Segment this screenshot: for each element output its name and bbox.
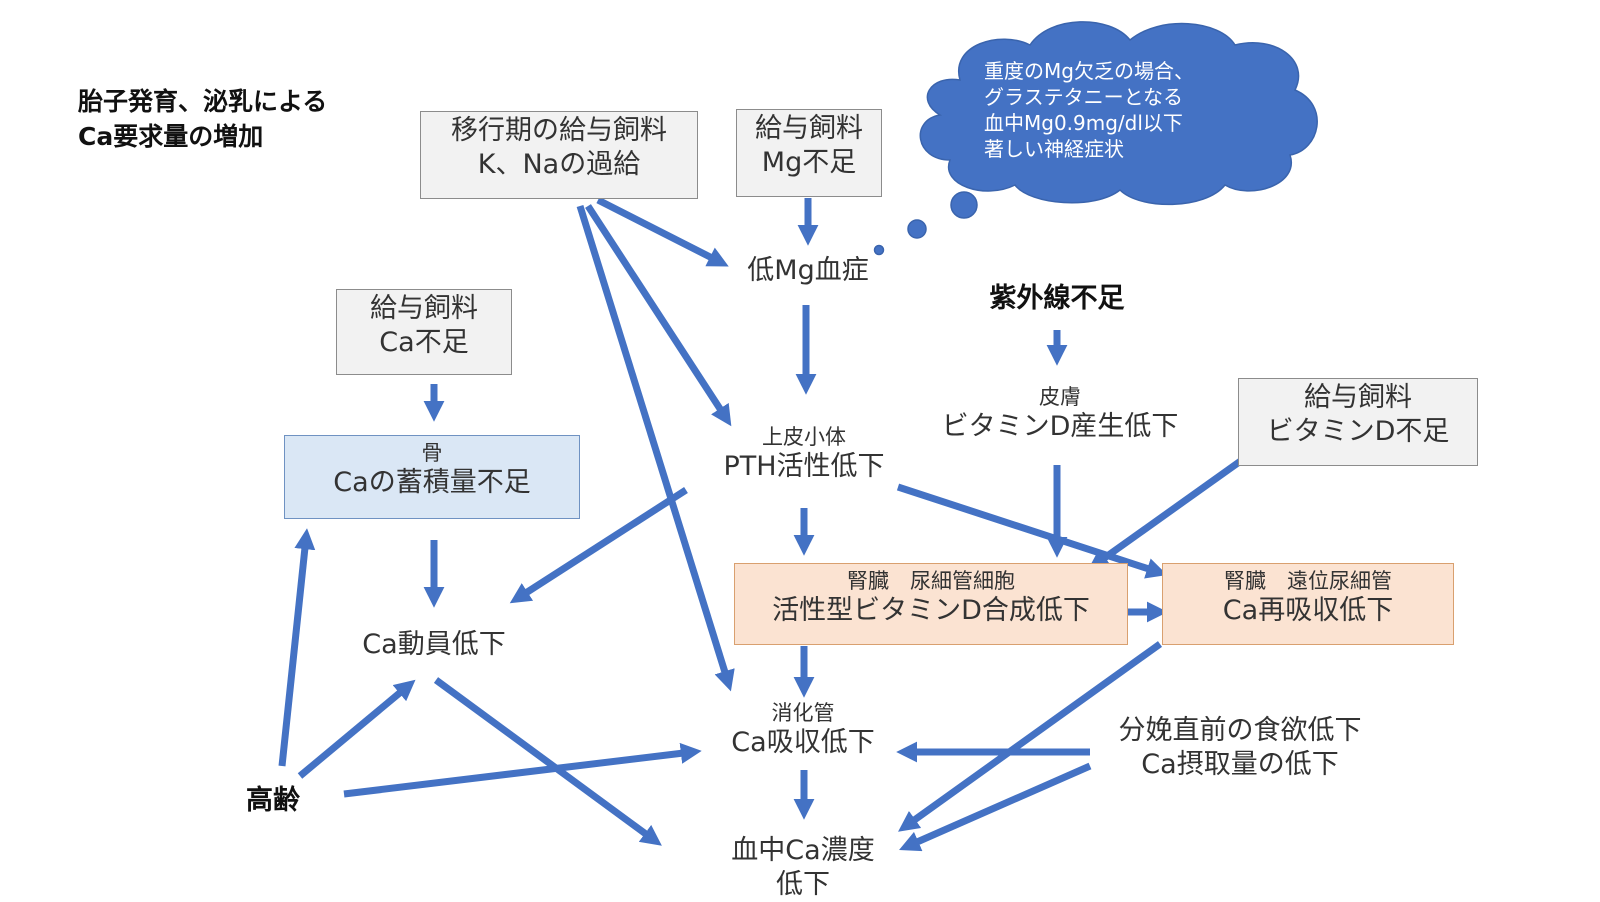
cloud-callout: 重度のMg欠乏の場合、 グラステタニーとなる 血中Mg0.9mg/dl以下 著し… [984, 58, 1194, 162]
thought-bubble-large [950, 191, 978, 219]
node-ca-feed: 給与飼料 Ca不足 [336, 289, 512, 375]
node-blood-ca: 血中Ca濃度 低下 [708, 834, 898, 902]
cloud-line: 血中Mg0.9mg/dl以下 [984, 111, 1183, 135]
node-sublabel: 腎臓 尿細管細胞 [847, 569, 1015, 593]
node-parathyroid: 上皮小体 PTH活性低下 [700, 424, 908, 484]
node-label: Caの蓄積量不足 [333, 467, 531, 499]
diagram-title: 胎子発育、泌乳による Ca要求量の増加 [78, 84, 327, 154]
title-line-1: 胎子発育、泌乳による [78, 87, 328, 116]
node-label: 高齢 [246, 785, 300, 816]
node-transition-feed: 移行期の給与飼料 K、Naの過給 [420, 111, 698, 199]
node-bone: 骨 Caの蓄積量不足 [284, 435, 580, 519]
arrow-aging-to-camob [297, 679, 416, 779]
node-mg-feed: 給与飼料 Mg不足 [736, 109, 882, 197]
node-label: Ca吸収低下 [731, 727, 875, 759]
node-sublabel: 上皮小体 [762, 425, 846, 449]
node-line: 給与飼料 [755, 113, 863, 144]
arrow-aging-to-bone [278, 528, 316, 767]
node-label: Ca再吸収低下 [1222, 595, 1394, 627]
node-vitd-feed: 給与飼料 ビタミンD不足 [1238, 378, 1478, 466]
arrow-appetite-to-blood [899, 762, 1092, 852]
node-line: 給与飼料 [370, 293, 478, 324]
node-ca-mobilization: Ca動員低下 [334, 628, 534, 662]
node-hypomagnesemia: 低Mg血症 [738, 254, 878, 288]
arrow-camob-to-blood [433, 677, 662, 846]
node-sublabel: 骨 [421, 441, 443, 465]
node-label: 低Mg血症 [747, 255, 869, 286]
node-gut: 消化管 Ca吸収低下 [708, 700, 898, 760]
node-appetite: 分娩直前の食欲低下 Ca摂取量の低下 [1100, 714, 1380, 782]
thought-bubble-small [873, 244, 885, 256]
node-line: Mg不足 [761, 146, 857, 178]
node-line: Ca不足 [379, 326, 469, 358]
node-skin: 皮膚 ビタミンD産生低下 [930, 384, 1190, 444]
arrow-aging-to-gut [343, 742, 702, 798]
title-line-2: Ca要求量の増加 [78, 122, 264, 151]
arrow-vitdfeed-to-kidney [1088, 457, 1245, 570]
node-sublabel: 消化管 [771, 701, 835, 725]
arrow-transition-to-hypomg [596, 196, 729, 267]
node-uv-deficiency: 紫外線不足 [980, 282, 1134, 316]
thought-cloud-shape [919, 21, 1318, 206]
arrow-pth-to-camob [509, 487, 688, 604]
node-line: 分娩直前の食欲低下 [1118, 715, 1362, 746]
node-line: ビタミンD不足 [1266, 415, 1450, 447]
node-label: 紫外線不足 [989, 283, 1125, 314]
node-line: 移行期の給与飼料 [451, 115, 667, 146]
node-line: K、Naの過給 [477, 148, 641, 180]
cloud-line: 重度のMg欠乏の場合、 [984, 59, 1194, 83]
node-label: PTH活性低下 [723, 451, 885, 483]
node-kidney-distal: 腎臓 遠位尿細管 Ca再吸収低下 [1162, 563, 1454, 645]
node-aging: 高齢 [238, 784, 308, 818]
node-kidney-tubule: 腎臓 尿細管細胞 活性型ビタミンD合成低下 [734, 563, 1128, 645]
node-label: 活性型ビタミンD合成低下 [772, 595, 1090, 627]
cloud-line: グラステタニーとなる [984, 85, 1183, 109]
arrow-transition-to-pth [585, 204, 732, 427]
arrow-distal-to-blood [898, 641, 1163, 832]
cloud-line: 著しい神経症状 [984, 137, 1124, 161]
node-label: ビタミンD産生低下 [941, 411, 1179, 443]
node-line: 血中Ca濃度 [731, 835, 875, 866]
arrow-transition-to-gut [576, 204, 735, 692]
node-sublabel: 皮膚 [1039, 385, 1081, 409]
arrow-pth-to-kidney-distal [896, 483, 1168, 579]
node-sublabel: 腎臓 遠位尿細管 [1224, 569, 1392, 593]
node-line: 給与飼料 [1304, 382, 1412, 413]
node-line: 低下 [776, 868, 830, 900]
node-line: Ca摂取量の低下 [1141, 748, 1339, 780]
node-label: Ca動員低下 [362, 629, 506, 660]
thought-bubble-medium [907, 219, 927, 239]
